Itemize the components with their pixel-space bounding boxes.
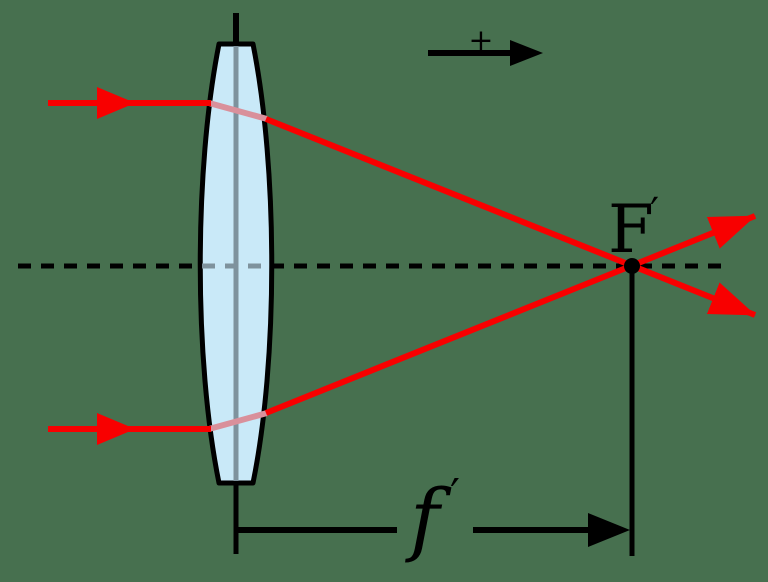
- focal-length-arrowhead: [588, 513, 630, 547]
- direction-arrowhead: [510, 40, 543, 66]
- refracted-ray-from-bottom: [264, 213, 757, 416]
- focal-point-dot: [624, 258, 640, 274]
- ray-inside-lens-top: [208, 100, 268, 122]
- incident-ray-top-arrowhead: [97, 87, 135, 119]
- incident-ray-bottom-arrowhead: [97, 413, 135, 445]
- refracted-ray-from-top: [264, 116, 757, 318]
- ray-inside-lens-bottom: [208, 410, 268, 432]
- focal-length-label-prime: ′: [450, 470, 460, 521]
- focal-point-label-prime: ′: [650, 190, 659, 236]
- focal-point-label: F: [608, 191, 654, 268]
- plus-sign-label: +: [468, 23, 493, 58]
